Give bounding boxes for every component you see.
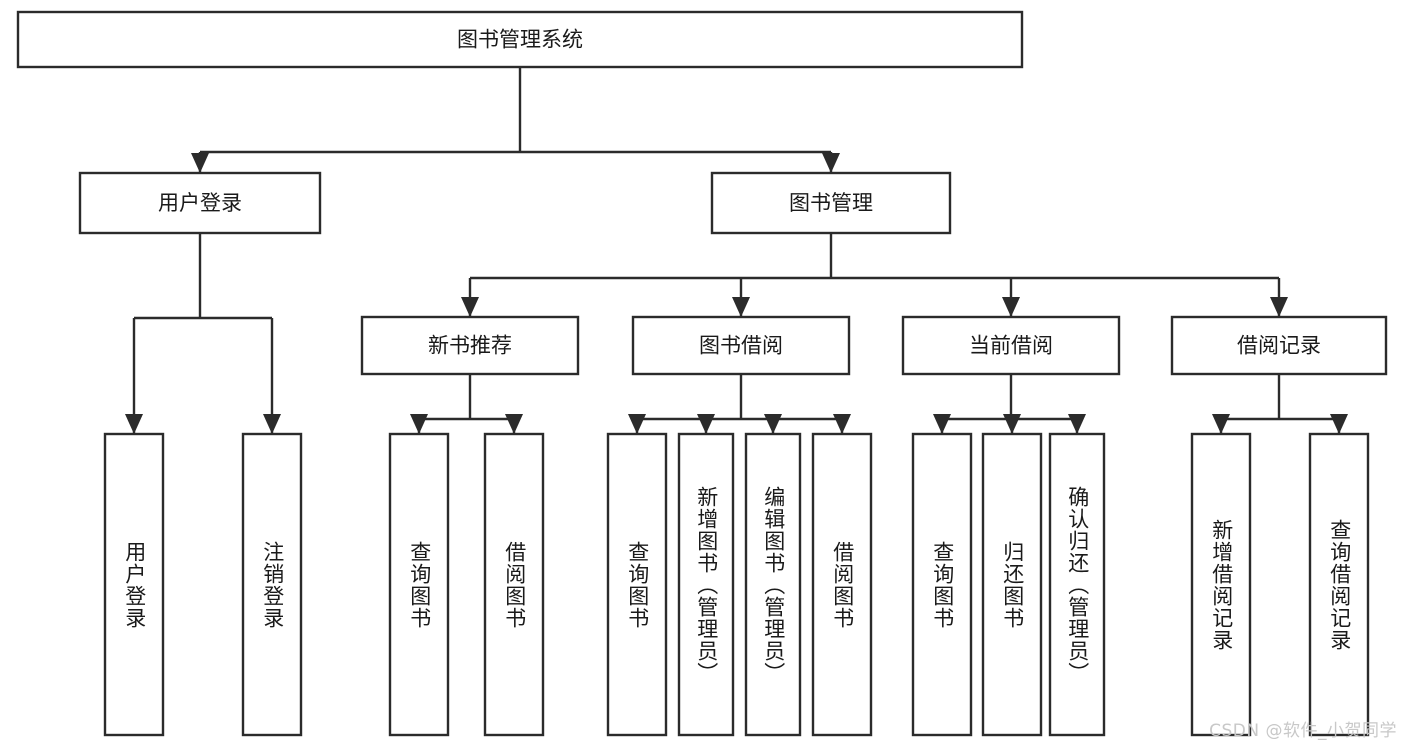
node-box-book-borrow xyxy=(631,315,851,376)
node-box-leaf-query-book-3 xyxy=(911,432,973,737)
node-label-current-borrow: 当前借阅 xyxy=(969,334,1053,358)
arrow-head-icon xyxy=(933,414,951,434)
arrow-head-icon xyxy=(822,153,840,173)
arrow-head-icon xyxy=(505,414,523,434)
arrow-head-icon xyxy=(697,414,715,434)
node-box-leaf-query-borrow-record xyxy=(1308,432,1370,737)
arrow-head-icon xyxy=(833,414,851,434)
node-box-leaf-edit-book-admin xyxy=(744,432,802,737)
node-box-leaf-query-book-1 xyxy=(388,432,450,737)
arrow-head-icon xyxy=(732,297,750,317)
arrow-head-icon xyxy=(263,414,281,434)
node-box-leaf-return-book xyxy=(981,432,1043,737)
arrow-head-icon xyxy=(125,414,143,434)
node-label-book-manage: 图书管理 xyxy=(789,191,873,215)
arrow-head-icon xyxy=(764,414,782,434)
arrow-head-icon xyxy=(461,297,479,317)
node-box-new-book-recommend xyxy=(360,315,580,376)
csdn-watermark: CSDN @软件_小贺同学 xyxy=(1209,721,1397,741)
arrow-head-icon xyxy=(191,153,209,173)
node-box-borrow-record xyxy=(1170,315,1388,376)
arrow-head-icon xyxy=(1212,414,1230,434)
arrow-head-icon xyxy=(410,414,428,434)
node-label-borrow-record: 借阅记录 xyxy=(1237,334,1321,358)
node-box-book-manage xyxy=(710,171,952,235)
node-box-current-borrow xyxy=(901,315,1121,376)
arrow-head-icon xyxy=(1330,414,1348,434)
node-box-root xyxy=(16,10,1024,69)
arrow-head-icon xyxy=(1068,414,1086,434)
node-box-leaf-confirm-return-admin xyxy=(1048,432,1106,737)
node-label-new-book-recommend: 新书推荐 xyxy=(428,334,512,358)
node-label-user-login: 用户登录 xyxy=(158,191,242,215)
node-label-book-borrow: 图书借阅 xyxy=(699,334,783,358)
node-box-leaf-borrow-book-2 xyxy=(811,432,873,737)
node-box-leaf-query-book-2 xyxy=(606,432,668,737)
node-box-leaf-add-borrow-record xyxy=(1190,432,1252,737)
arrow-head-icon xyxy=(1002,297,1020,317)
node-label-root: 图书管理系统 xyxy=(457,28,583,52)
node-box-user-login xyxy=(78,171,322,235)
connector-lines xyxy=(125,67,1348,434)
arrow-head-icon xyxy=(1270,297,1288,317)
node-box-leaf-user-login xyxy=(103,432,165,737)
node-box-leaf-add-book-admin xyxy=(677,432,735,737)
arrow-head-icon xyxy=(628,414,646,434)
node-box-leaf-borrow-book-1 xyxy=(483,432,545,737)
node-boxes xyxy=(16,10,1388,737)
node-box-leaf-user-logout xyxy=(241,432,303,737)
arrow-head-icon xyxy=(1003,414,1021,434)
